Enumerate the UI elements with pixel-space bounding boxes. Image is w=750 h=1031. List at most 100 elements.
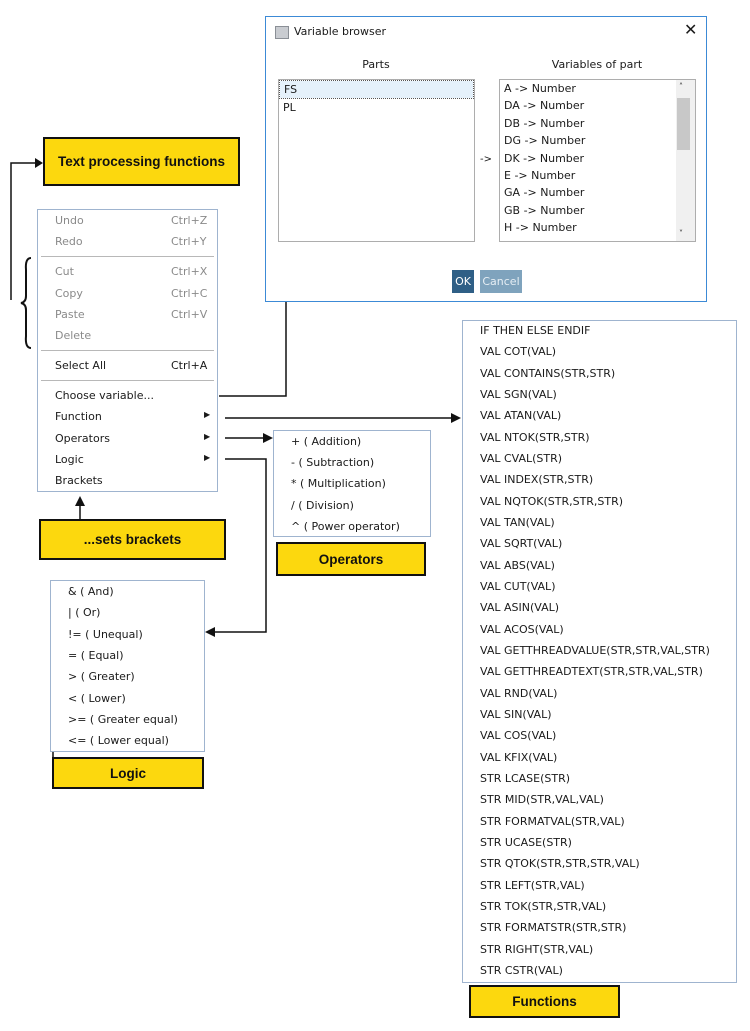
variable-item[interactable]: H -> Number — [504, 221, 577, 235]
ok-button[interactable]: OK — [452, 270, 474, 293]
variable-item[interactable]: DG -> Number — [504, 134, 586, 148]
shortcut-undo: Ctrl+Z — [171, 214, 208, 227]
menu-item-function[interactable]: Function — [55, 410, 102, 423]
menu-item-paste[interactable]: Paste — [55, 308, 85, 321]
menu-item-select-all[interactable]: Select All — [55, 359, 107, 372]
menu-item-choose-variable[interactable]: Choose variable... — [55, 389, 154, 402]
logic-item[interactable]: > ( Greater) — [68, 670, 135, 684]
function-item[interactable]: VAL COS(VAL) — [480, 729, 557, 743]
function-item[interactable]: VAL SIN(VAL) — [480, 707, 552, 721]
shortcut-cut: Ctrl+X — [171, 265, 208, 278]
callout-sets-brackets: ...sets brackets — [39, 519, 226, 560]
logic-item[interactable]: & ( And) — [68, 585, 114, 598]
scroll-down-icon[interactable]: ˅ — [679, 229, 683, 238]
scrollbar[interactable]: ˄ ˅ — [676, 80, 695, 241]
function-item[interactable]: STR CSTR(VAL) — [480, 963, 563, 977]
operator-item[interactable]: ^ ( Power operator) — [291, 519, 400, 533]
shortcut-paste: Ctrl+V — [171, 308, 208, 321]
function-item[interactable]: STR LCASE(STR) — [480, 771, 571, 785]
function-item[interactable]: VAL SGN(VAL) — [480, 387, 557, 401]
operator-item[interactable]: / ( Division) — [291, 498, 354, 512]
dialog-title: Variable browser — [294, 25, 387, 38]
function-item[interactable]: VAL GETTHREADVALUE(STR,STR,VAL,STR) — [480, 643, 710, 657]
logic-item[interactable]: >= ( Greater equal) — [68, 712, 178, 726]
logic-submenu: & ( And) | ( Or) != ( Unequal) = ( Equal) > … — [50, 580, 205, 752]
function-item[interactable]: VAL CVAL(STR) — [480, 451, 563, 465]
function-item[interactable]: IF THEN ELSE ENDIF — [480, 324, 591, 337]
function-item[interactable]: VAL TAN(VAL) — [480, 515, 555, 529]
function-item[interactable]: VAL INDEX(STR,STR) — [480, 473, 594, 487]
close-icon[interactable]: ✕ — [684, 20, 698, 39]
app-icon — [275, 26, 289, 39]
menu-item-operators[interactable]: Operators — [55, 432, 110, 445]
operator-item[interactable]: + ( Addition) — [291, 435, 362, 448]
variable-item[interactable]: A -> Number — [504, 82, 576, 95]
function-item[interactable]: VAL CUT(VAL) — [480, 579, 556, 593]
function-item[interactable]: VAL RND(VAL) — [480, 686, 558, 700]
function-item[interactable]: VAL NQTOK(STR,STR,STR) — [480, 494, 624, 508]
function-item[interactable]: VAL CONTAINS(STR,STR) — [480, 366, 616, 380]
menu-item-brackets[interactable]: Brackets — [55, 474, 103, 487]
cancel-button[interactable]: Cancel — [480, 270, 522, 293]
variable-item[interactable]: E -> Number — [504, 168, 576, 182]
function-item[interactable]: VAL SQRT(VAL) — [480, 537, 563, 551]
variable-item[interactable]: DB -> Number — [504, 116, 585, 130]
variable-item[interactable]: GA -> Number — [504, 186, 585, 200]
part-item-fs[interactable]: FS — [279, 79, 474, 100]
submenu-arrow-icon: ▶ — [204, 453, 211, 462]
function-item[interactable]: VAL GETTHREADTEXT(STR,STR,VAL,STR) — [480, 665, 703, 679]
parts-label: Parts — [362, 58, 390, 71]
variable-browser-dialog: Variable browser ✕ Parts Variables of pa… — [265, 16, 707, 302]
function-item[interactable]: STR MID(STR,VAL,VAL) — [480, 793, 604, 807]
function-item[interactable]: STR FORMATSTR(STR,STR) — [480, 921, 627, 935]
operator-item[interactable]: - ( Subtraction) — [291, 456, 375, 470]
function-item[interactable]: VAL ABS(VAL) — [480, 558, 555, 572]
function-item[interactable]: STR UCASE(STR) — [480, 835, 572, 849]
part-item-pl[interactable]: PL — [283, 101, 296, 115]
callout-text-processing: Text processing functions — [43, 137, 240, 186]
context-menu: Undo Ctrl+Z Redo Ctrl+Y Cut Ctrl+X Copy … — [37, 209, 218, 492]
callout-functions: Functions — [469, 985, 620, 1018]
function-item[interactable]: VAL KFIX(VAL) — [480, 750, 558, 764]
arrow-text: -> — [480, 154, 492, 165]
function-item[interactable]: VAL ACOS(VAL) — [480, 622, 564, 636]
parts-list[interactable]: FS PL — [278, 79, 475, 242]
menu-item-copy[interactable]: Copy — [55, 287, 83, 300]
shortcut-select-all: Ctrl+A — [171, 359, 208, 372]
menu-item-undo[interactable]: Undo — [55, 214, 84, 227]
function-item[interactable]: STR LEFT(STR,VAL) — [480, 878, 585, 892]
submenu-arrow-icon: ▶ — [204, 410, 211, 419]
function-item[interactable]: STR RIGHT(STR,VAL) — [480, 942, 594, 956]
shortcut-redo: Ctrl+Y — [171, 235, 207, 248]
scroll-thumb[interactable] — [677, 98, 690, 150]
function-item[interactable]: STR FORMATVAL(STR,VAL) — [480, 814, 625, 828]
logic-item[interactable]: < ( Lower) — [68, 691, 126, 705]
function-item[interactable]: VAL ASIN(VAL) — [480, 601, 560, 615]
menu-item-delete[interactable]: Delete — [55, 329, 92, 342]
function-item[interactable]: VAL NTOK(STR,STR) — [480, 430, 590, 444]
logic-item[interactable]: | ( Or) — [68, 606, 101, 620]
function-item[interactable]: VAL COT(VAL) — [480, 345, 557, 359]
function-item[interactable]: STR QTOK(STR,STR,STR,VAL) — [480, 857, 640, 871]
operator-item[interactable]: * ( Multiplication) — [291, 477, 386, 491]
variables-label: Variables of part — [551, 58, 643, 71]
scroll-up-icon[interactable]: ˄ — [679, 82, 683, 91]
menu-separator — [41, 350, 214, 351]
menu-item-redo[interactable]: Redo — [55, 235, 83, 248]
operators-submenu: + ( Addition) - ( Subtraction) * ( Multipl… — [273, 430, 431, 537]
variable-item[interactable]: DK -> Number — [504, 151, 585, 165]
function-item[interactable]: VAL ATAN(VAL) — [480, 409, 562, 423]
variable-item[interactable]: DA -> Number — [504, 99, 585, 113]
menu-item-logic[interactable]: Logic — [55, 453, 84, 466]
shortcut-copy: Ctrl+C — [171, 287, 208, 300]
function-item[interactable]: STR TOK(STR,STR,VAL) — [480, 899, 607, 913]
callout-logic: Logic — [52, 757, 204, 789]
functions-submenu: IF THEN ELSE ENDIF VAL COT(VAL) VAL CONTAI… — [462, 320, 737, 983]
variable-item[interactable]: GB -> Number — [504, 203, 585, 217]
menu-item-cut[interactable]: Cut — [55, 265, 74, 278]
logic-item[interactable]: != ( Unequal) — [68, 627, 143, 641]
logic-item[interactable]: = ( Equal) — [68, 648, 124, 662]
logic-item[interactable]: <= ( Lower equal) — [68, 734, 169, 748]
variables-list[interactable]: A -> Number DA -> Number DB -> Number DG… — [499, 79, 696, 242]
submenu-arrow-icon: ▶ — [204, 432, 211, 441]
